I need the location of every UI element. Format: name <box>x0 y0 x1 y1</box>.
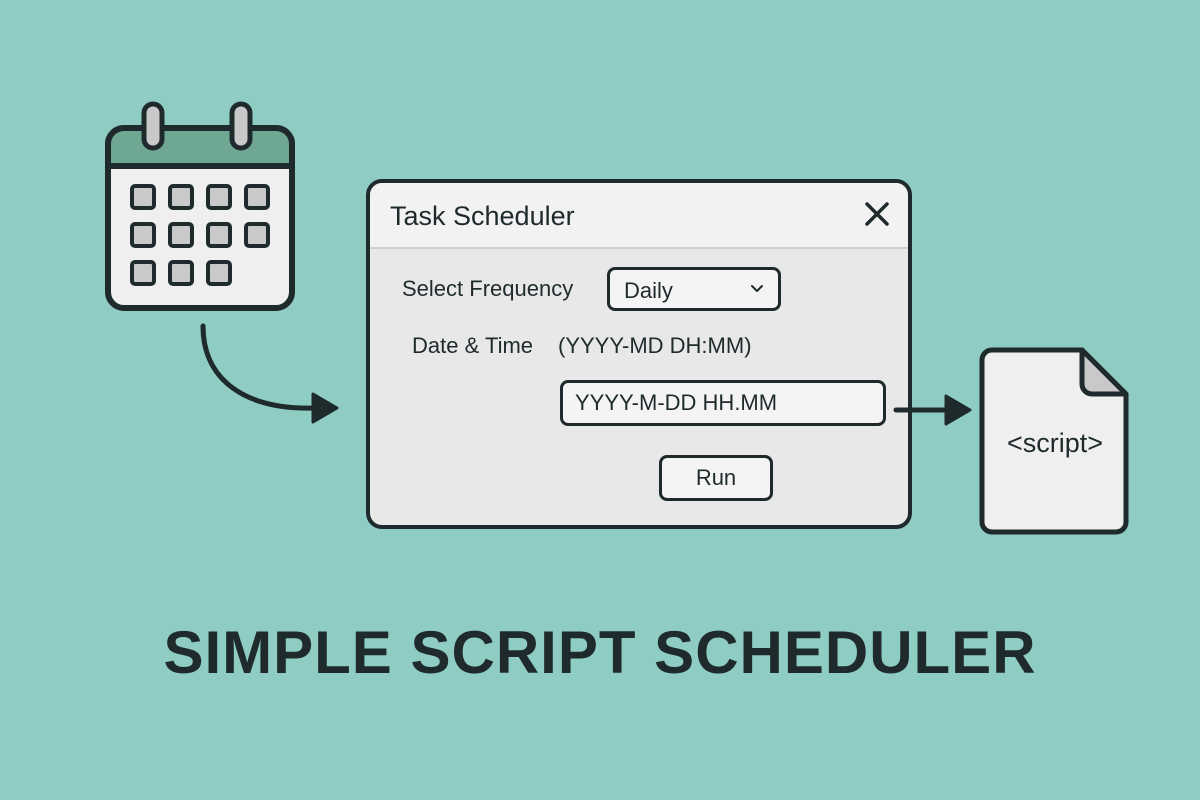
frequency-value: Daily <box>624 278 673 303</box>
script-file: <script> <box>978 346 1132 536</box>
document-icon <box>979 347 1129 535</box>
chevron-down-icon <box>751 285 763 292</box>
frequency-label: Select Frequency <box>402 276 574 301</box>
frequency-select[interactable]: Daily <box>607 267 781 311</box>
dialog-title: Task Scheduler <box>390 201 575 231</box>
task-scheduler-dialog: Task Scheduler Select Frequency Daily Da… <box>366 179 912 529</box>
run-button[interactable]: Run <box>659 455 773 501</box>
page-title: SIMPLE SCRIPT SCHEDULER <box>163 619 1037 686</box>
datetime-input[interactable] <box>560 380 886 426</box>
right-arrow-icon <box>893 394 972 426</box>
close-icon[interactable] <box>862 199 892 229</box>
datetime-label: Date & Time <box>412 333 534 358</box>
dialog-header: Task Scheduler <box>370 183 908 249</box>
datetime-format-hint: (YYYY-MD DH:MM) <box>558 333 752 358</box>
curved-arrow-icon <box>200 323 339 424</box>
calendar-icon <box>105 101 295 311</box>
script-label: <script> <box>1006 428 1104 458</box>
